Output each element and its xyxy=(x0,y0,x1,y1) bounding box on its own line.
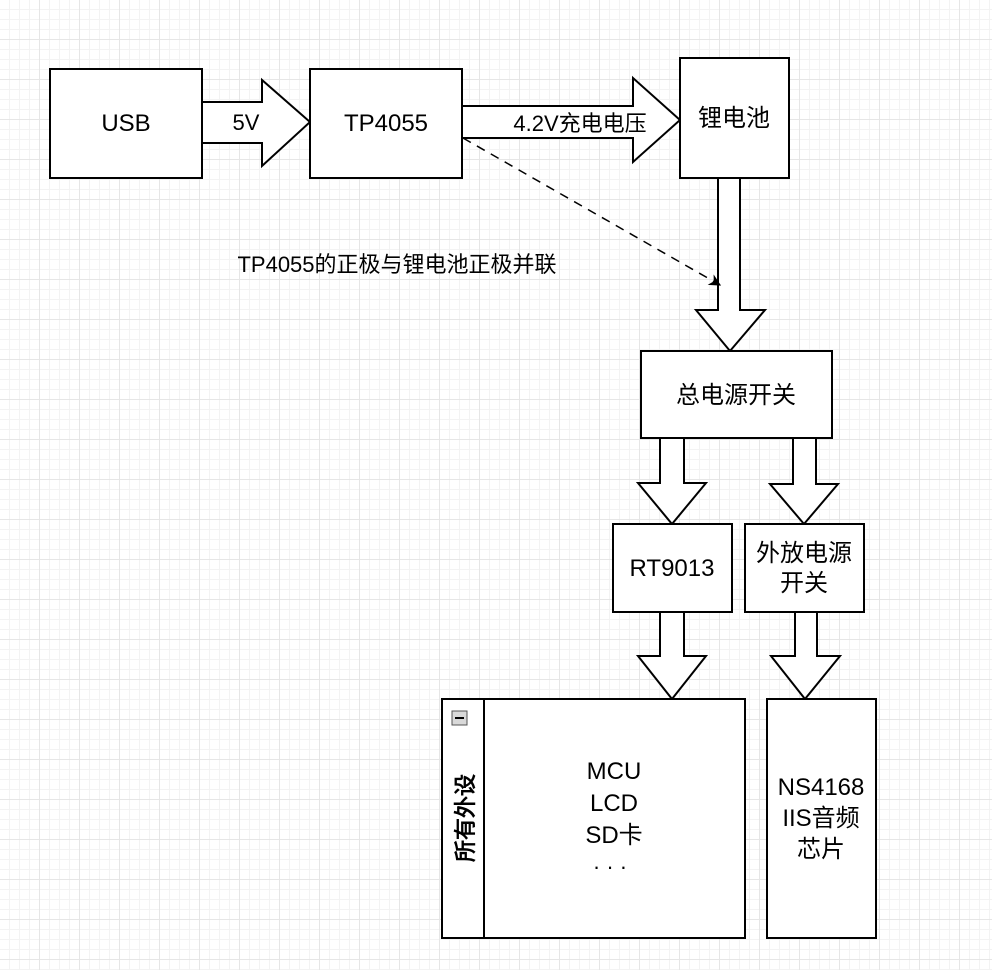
node-usb[interactable]: USB xyxy=(49,68,203,179)
main-switch-to-rt9013-arrow xyxy=(635,437,709,526)
usb-to-tp4055-arrow xyxy=(201,77,312,169)
parallel-annotation-arrow xyxy=(462,137,722,286)
node-rt9013[interactable]: RT9013 xyxy=(612,523,733,613)
container-item-lcd: LCD xyxy=(590,790,638,817)
battery-to-main-switch-arrow xyxy=(693,177,768,353)
container-peripherals[interactable]: 所有外设 MCU LCD SD卡 · · · xyxy=(441,698,746,939)
container-item-sd: SD卡 xyxy=(585,822,642,849)
main-switch-to-amp-switch-arrow xyxy=(767,437,841,526)
node-rt9013-label: RT9013 xyxy=(630,555,715,582)
node-tp4055[interactable]: TP4055 xyxy=(309,68,463,179)
node-battery-label: 锂电池 xyxy=(698,105,770,132)
node-ns4168[interactable]: NS4168 IIS音频 芯片 xyxy=(766,698,877,939)
annotation-text: TP4055的正极与锂电池正极并联 xyxy=(237,252,556,277)
node-amp-switch-label-line1: 外放电源 xyxy=(756,540,852,567)
container-item-mcu: MCU xyxy=(587,758,642,785)
edge-label-5v: 5V xyxy=(233,110,260,135)
node-amp-switch-label-line2: 开关 xyxy=(780,570,828,597)
amp-switch-to-ns4168-arrow xyxy=(768,611,843,701)
node-ns4168-label-line1: NS4168 xyxy=(778,774,865,801)
node-ns4168-label-line3: 芯片 xyxy=(797,836,845,863)
collapse-button[interactable] xyxy=(451,710,468,726)
node-usb-label: USB xyxy=(101,110,150,137)
node-ns4168-label-line2: IIS音频 xyxy=(782,805,859,832)
node-main-switch[interactable]: 总电源开关 xyxy=(640,350,833,439)
rt9013-to-peripherals-arrow xyxy=(635,611,709,701)
tp4055-to-battery-arrow xyxy=(461,75,682,165)
container-title: 所有外设 xyxy=(453,774,478,862)
node-tp4055-label: TP4055 xyxy=(344,110,428,137)
node-amp-switch[interactable]: 外放电源 开关 xyxy=(744,523,865,613)
container-item-ellipsis: · · · xyxy=(593,854,627,879)
edge-label-charge-voltage: 4.2V充电电压 xyxy=(513,111,646,136)
node-main-switch-label: 总电源开关 xyxy=(676,382,796,409)
node-battery[interactable]: 锂电池 xyxy=(679,57,790,179)
